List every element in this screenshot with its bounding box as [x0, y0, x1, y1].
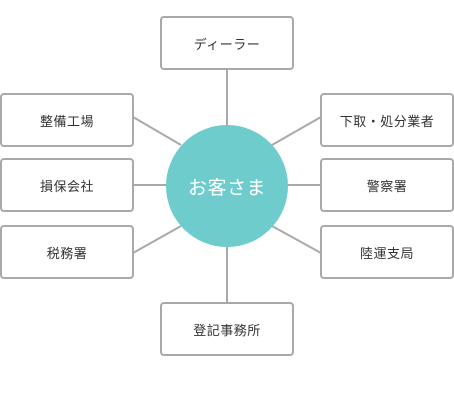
node-insurance-label: 損保会社	[39, 179, 94, 195]
node-transport-label: 陸運支局	[359, 246, 414, 262]
node-insurance: 損保会社	[0, 158, 134, 212]
node-dealer: ディーラー	[160, 16, 294, 70]
node-tax-label: 税務署	[46, 246, 88, 262]
node-police: 警察署	[320, 158, 454, 212]
node-disposal-label: 下取・処分業者	[339, 114, 435, 130]
node-maintenance: 整備工場	[0, 93, 134, 147]
connector-disposal	[271, 116, 322, 146]
node-disposal: 下取・処分業者	[320, 93, 454, 147]
node-registry-label: 登記事務所	[193, 323, 261, 339]
node-police-label: 警察署	[366, 179, 408, 195]
node-transport: 陸運支局	[320, 225, 454, 279]
node-registry: 登記事務所	[160, 302, 294, 356]
node-maintenance-label: 整備工場	[39, 114, 94, 130]
connector-tax	[132, 225, 182, 254]
node-tax: 税務署	[0, 225, 134, 279]
connector-transport	[271, 225, 322, 254]
customer-hub-label: お客さま	[187, 176, 266, 199]
node-dealer-label: ディーラー	[193, 37, 261, 53]
customer-hub: お客さま	[166, 125, 288, 247]
connector-maintenance	[132, 116, 182, 146]
